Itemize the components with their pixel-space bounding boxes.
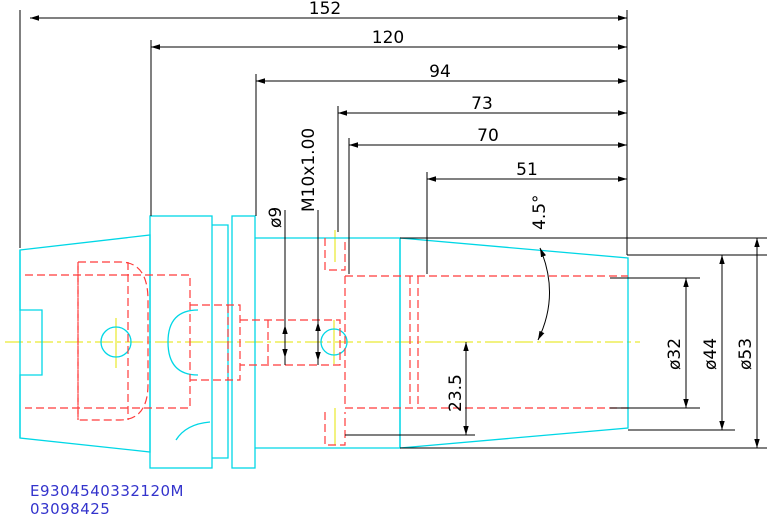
dim-bore-9: ø9 bbox=[266, 207, 286, 228]
dim-dia-32: ø32 bbox=[665, 338, 685, 370]
part-number-label: E9304540332120M bbox=[30, 482, 184, 500]
dim-thread: M10x1.00 bbox=[299, 128, 319, 212]
hidden-lines bbox=[25, 238, 628, 446]
dim-51: 51 bbox=[516, 160, 538, 180]
dim-height-23-5: 23.5 bbox=[446, 374, 466, 412]
dim-73: 73 bbox=[471, 94, 493, 114]
dim-94: 94 bbox=[429, 62, 451, 82]
dim-taper-angle: 4.5° bbox=[530, 194, 550, 230]
code-label: 03098425 bbox=[30, 500, 111, 518]
dim-70: 70 bbox=[477, 126, 499, 146]
dimension-lines bbox=[19, 10, 767, 449]
dim-120: 120 bbox=[372, 28, 404, 48]
dim-dia-44: ø44 bbox=[701, 338, 721, 370]
dim-152: 152 bbox=[309, 0, 341, 19]
part-outline bbox=[19, 215, 629, 469]
dim-dia-53: ø53 bbox=[736, 338, 756, 370]
